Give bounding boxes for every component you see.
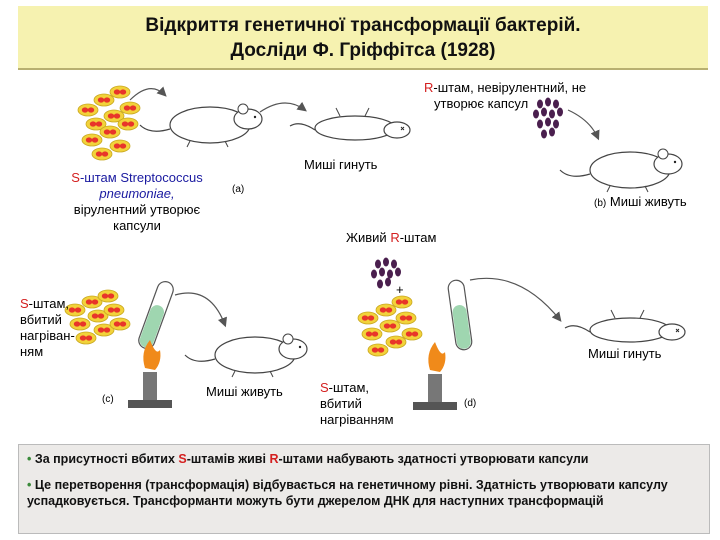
live-r-strain-label: Живий R-штам [346,230,437,245]
s-strain-label: S-штам Streptococcus pneumoniae, вірулен… [71,170,203,233]
mice-die-top-label: Миші гинуть [304,157,378,172]
arrow-a2 [259,101,307,113]
arrow-d [469,277,562,322]
arrow-c [174,292,227,328]
s-killed-mid-label: S-штам, вбитий нагріванням [320,380,394,427]
live-mouse-c [184,333,308,378]
panel-c-label: (c) [102,394,114,405]
conclusion-2: • Це перетворення (трансформація) відбув… [27,478,668,508]
mice-live-c-label: Миші живуть [206,384,283,399]
dead-mouse-a [289,107,411,141]
test-tube-d [447,279,473,351]
live-mouse-a [139,103,263,148]
conclusions-box: • За присутності вбитих S-штамів живі R-… [18,444,710,534]
panel-d-label: (d) [464,398,477,409]
arrow-b [567,109,600,141]
page-title-line2: Досліди Ф. Гріффітса (1928) [230,40,496,61]
mice-die-d-label: Миші гинуть [588,346,662,361]
arrow-a1 [129,86,167,101]
conclusion-1: • За присутності вбитих S-штамів живі R-… [27,452,589,466]
title-box: Відкриття генетичної трансформації бакте… [18,6,708,70]
bunsen-burner-d [413,342,457,410]
test-tube-c [138,281,174,349]
plus-sign: + [396,282,404,297]
s-strain-cells-d [357,295,423,357]
r-strain-label: R-штам, невірулентний, не утворює капсул [424,80,587,111]
bunsen-burner-c [128,340,172,408]
mice-live-b-label: (b) Миші живуть [594,194,687,209]
panel-a-label: (a) [232,184,245,195]
s-killed-left-label: S-штам, вбитий нагріван- ням [20,296,75,359]
page-title-line1: Відкриття генетичної трансформації бакте… [145,15,581,36]
s-strain-cells-a [77,85,141,161]
live-mouse-b [559,148,683,193]
dead-mouse-d [564,309,686,343]
